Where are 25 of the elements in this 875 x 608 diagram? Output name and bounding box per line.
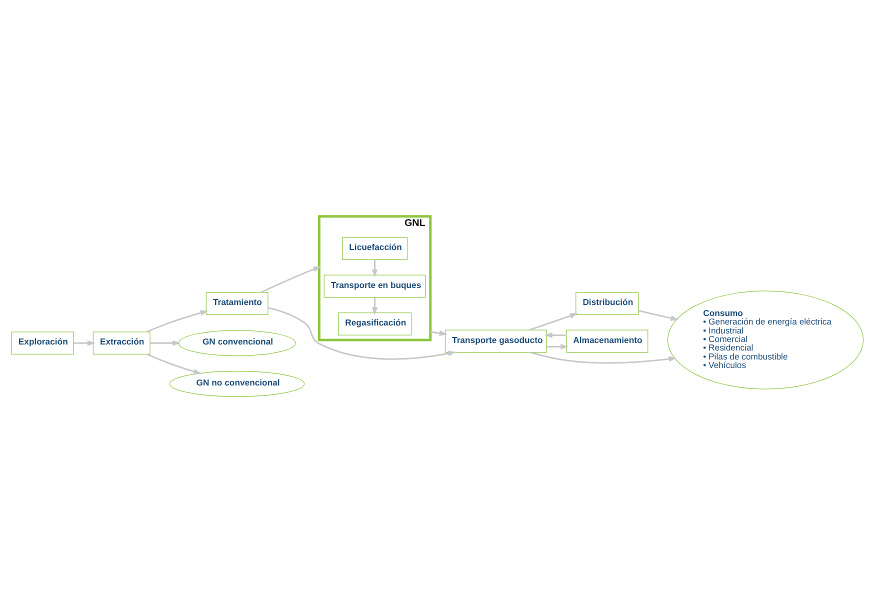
node-box: Exploración — [11, 332, 74, 354]
arrow — [146, 310, 208, 333]
node-box: Almacenamiento — [566, 330, 648, 353]
arrow — [268, 307, 456, 360]
node-box: Extracción — [92, 332, 150, 354]
arrow — [372, 297, 378, 316]
node-box: Tratamiento — [206, 292, 268, 315]
node-box: Licuefacción — [342, 237, 408, 260]
arrow — [530, 352, 677, 364]
node-box: Transporte en buques — [324, 274, 426, 298]
arrow — [546, 344, 569, 350]
arrow — [73, 340, 96, 346]
arrow — [544, 332, 566, 338]
node-ellipse: GN convencional — [178, 330, 296, 356]
arrow — [146, 354, 202, 374]
node-box: Regasificación — [338, 312, 412, 336]
node-box: Distribución — [576, 292, 639, 315]
arrow — [528, 313, 578, 331]
arrow — [372, 260, 378, 278]
arrow — [150, 340, 181, 346]
arrow — [430, 330, 448, 336]
arrow — [638, 310, 679, 321]
arrow — [260, 266, 322, 294]
node-box: Transporte gasoducto — [444, 330, 547, 353]
node-ellipse: GN no convencional — [170, 370, 305, 397]
